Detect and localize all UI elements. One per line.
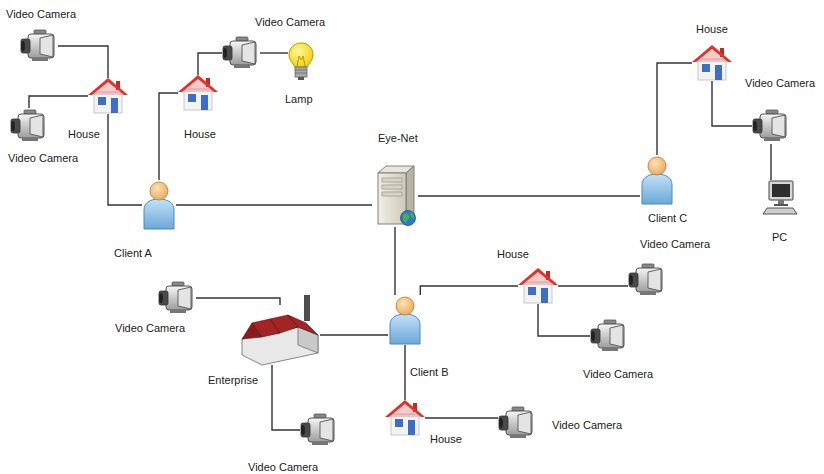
node-label: Video Camera	[583, 368, 653, 381]
connector-line	[108, 114, 142, 205]
connector-line	[425, 417, 498, 418]
house-icon: House	[692, 45, 732, 81]
video-camera-icon: Video Camera	[10, 108, 48, 144]
connector-line	[272, 365, 300, 430]
video-camera-icon: Video Camera	[590, 318, 628, 354]
connector-line	[418, 195, 640, 196]
video-camera-icon: Video Camera	[300, 412, 338, 448]
node-label: House	[497, 248, 529, 261]
node-label: Video Camera	[6, 8, 76, 21]
connector-line	[176, 204, 372, 205]
node-label: House	[184, 128, 216, 141]
server-icon: Eye-Net	[372, 165, 418, 227]
connector-line	[29, 96, 88, 108]
video-camera-icon: Video Camera	[498, 405, 536, 441]
connector-line	[394, 227, 395, 295]
node-label: Video Camera	[640, 238, 710, 251]
connector-line	[558, 285, 628, 286]
video-camera-icon: Video Camera	[628, 262, 666, 298]
connector-line	[320, 334, 388, 335]
house-icon: House	[88, 78, 128, 114]
connector-line	[657, 63, 692, 155]
connector-line	[420, 286, 518, 295]
node-label: Video Camera	[552, 419, 622, 432]
node-label: Video Camera	[255, 16, 325, 29]
pc-icon: PC	[762, 180, 798, 216]
node-label: Video Camera	[8, 152, 78, 165]
connector-line	[159, 93, 178, 180]
client-icon: Client C	[640, 155, 674, 205]
video-camera-icon: Video Camera	[20, 28, 58, 64]
node-label: PC	[772, 231, 787, 244]
node-label: House	[430, 433, 462, 446]
client-icon: Client B	[388, 295, 422, 345]
connector-line	[404, 345, 405, 400]
node-label: Client C	[648, 212, 687, 225]
node-label: Client A	[114, 247, 152, 260]
connector-line	[198, 53, 222, 75]
node-label: House	[68, 128, 100, 141]
video-camera-icon: Video Camera	[222, 35, 260, 71]
node-label: Enterprise	[208, 374, 258, 387]
connector-line	[58, 46, 108, 78]
house-icon: House	[518, 268, 558, 304]
node-label: Eye-Net	[378, 132, 418, 145]
node-label: Lamp	[285, 93, 313, 106]
video-camera-icon: Video Camera	[752, 108, 790, 144]
house-icon: House	[385, 400, 425, 436]
enterprise-icon: Enterprise	[240, 305, 320, 365]
connector-line	[770, 144, 771, 180]
node-label: Video Camera	[745, 77, 815, 90]
client-icon: Client A	[142, 180, 176, 230]
lamp-icon: Lamp	[288, 42, 314, 82]
node-label: House	[696, 23, 728, 36]
node-label: Video Camera	[115, 322, 185, 335]
house-icon: House	[178, 75, 218, 111]
node-label: Video Camera	[248, 461, 318, 474]
connector-line	[260, 52, 288, 53]
node-label: Client B	[410, 366, 449, 379]
connector-line	[538, 304, 590, 336]
video-camera-icon: Video Camera	[158, 280, 196, 316]
connector-line	[196, 298, 280, 305]
